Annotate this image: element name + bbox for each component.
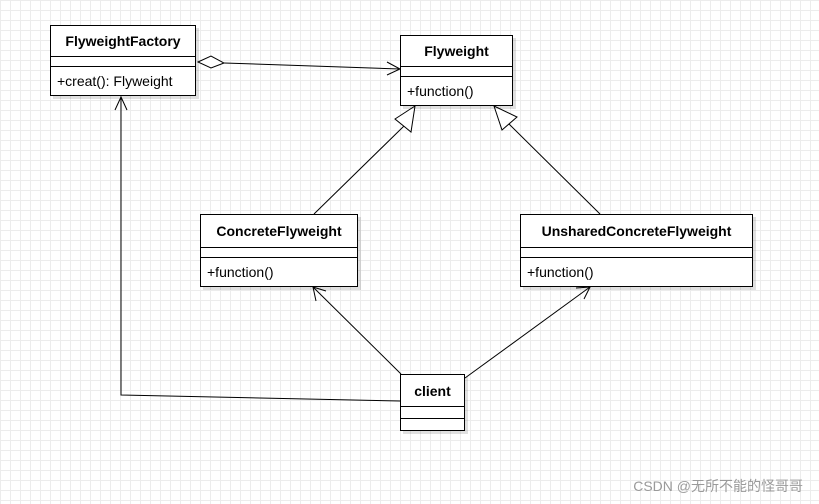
attributes-section [201, 248, 357, 258]
attributes-section [521, 248, 752, 258]
class-name: UnsharedConcreteFlyweight [521, 215, 752, 248]
attributes-section [401, 67, 512, 77]
class-name: client [401, 375, 464, 407]
aggregation-factory-flyweight [196, 55, 402, 76]
operation: +function() [527, 264, 594, 280]
association-client-factory [114, 95, 401, 402]
attributes-section [401, 407, 464, 419]
class-name: Flyweight [401, 36, 512, 67]
association-client-unshared [464, 286, 591, 379]
operations-section [401, 419, 464, 430]
class-client[interactable]: client [400, 374, 465, 431]
class-unshared-concrete-flyweight[interactable]: UnsharedConcreteFlyweight +function() [520, 214, 753, 287]
class-name: FlyweightFactory [51, 26, 195, 57]
attributes-section [51, 57, 195, 67]
association-client-concrete [312, 286, 402, 375]
class-flyweight[interactable]: Flyweight +function() [400, 35, 513, 106]
operation: +function() [207, 264, 274, 280]
class-concrete-flyweight[interactable]: ConcreteFlyweight +function() [200, 214, 358, 287]
class-flyweight-factory[interactable]: FlyweightFactory +creat(): Flyweight [50, 25, 196, 96]
watermark: CSDN @无所不能的怪哥哥 [633, 478, 803, 494]
operation: +function() [407, 83, 474, 99]
generalization-unshared-flyweight [493, 105, 601, 215]
generalization-concrete-flyweight [313, 104, 416, 215]
class-name: ConcreteFlyweight [201, 215, 357, 248]
operation: +creat(): Flyweight [57, 73, 173, 89]
